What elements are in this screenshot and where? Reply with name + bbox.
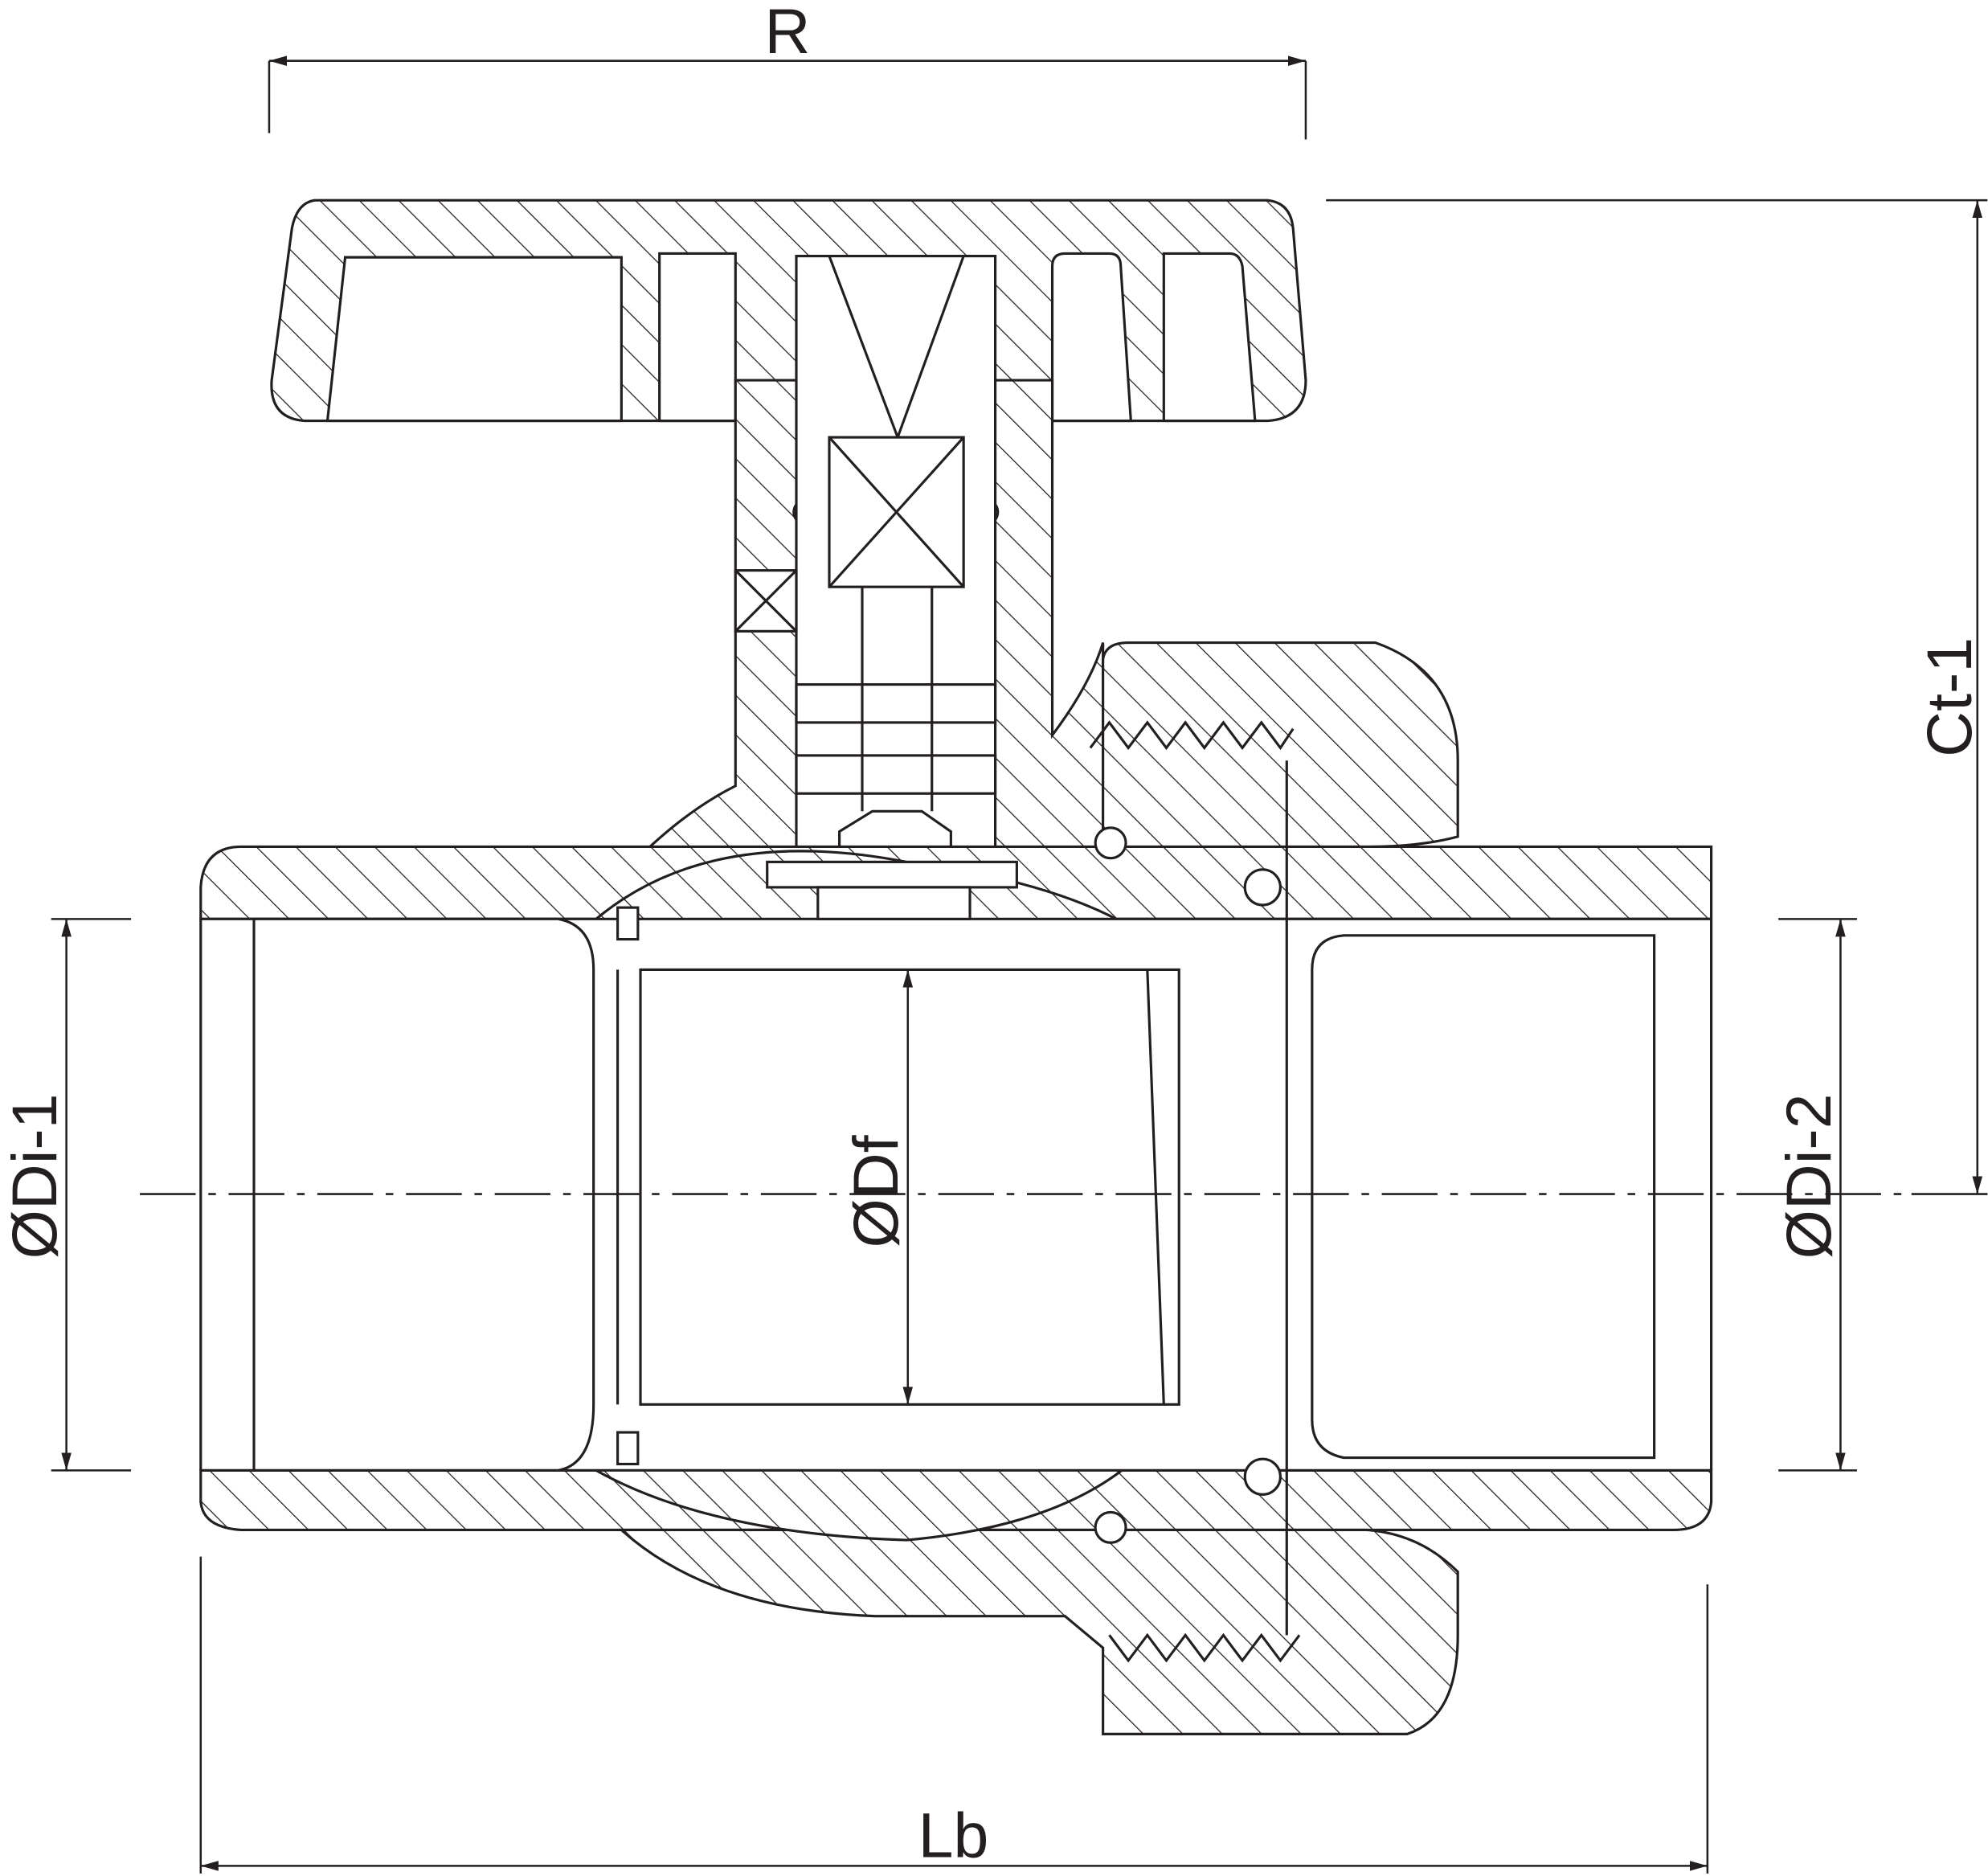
label-df: ØDf bbox=[841, 1134, 911, 1247]
dimension-di2: ØDi-2 bbox=[1773, 918, 1857, 1472]
label-lb: Lb bbox=[918, 1800, 989, 1870]
label-r: R bbox=[764, 0, 810, 67]
stem-housing bbox=[631, 254, 1105, 863]
dimension-lb: Lb bbox=[199, 1556, 1709, 1874]
dimension-r: R bbox=[268, 0, 1307, 140]
dimension-df: ØDf bbox=[841, 969, 914, 1405]
dimension-di1: ØDi-1 bbox=[0, 918, 132, 1472]
label-di1: ØDi-1 bbox=[0, 1094, 70, 1260]
label-ct1: Ct-1 bbox=[1914, 637, 1985, 757]
handle bbox=[270, 199, 1307, 423]
label-di2: ØDi-2 bbox=[1773, 1094, 1844, 1260]
dimension-ct1: Ct-1 bbox=[1326, 199, 1988, 1195]
